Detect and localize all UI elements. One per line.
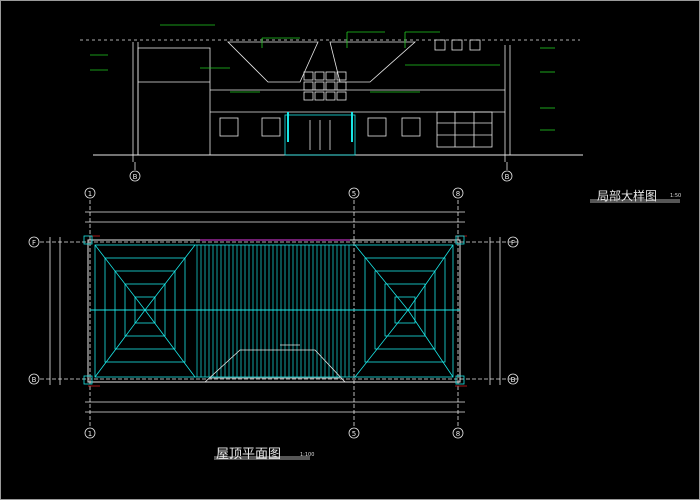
plan-axis-label-1-bottom: 1 (88, 430, 92, 438)
detail-drawing-title: 局部大样图 (597, 189, 658, 203)
elev-axis-label-right: B (505, 173, 510, 181)
detail-drawing-scale: 1:50 (670, 193, 682, 199)
plan-axis-label-f-right: F (511, 239, 515, 247)
roof-plan-view (28, 187, 680, 460)
roof-plan-scale: 1:100 (300, 452, 315, 458)
plan-axis-label-b-left: B (32, 376, 37, 384)
plan-axis-label-5-top: 5 (352, 190, 356, 198)
plan-axis-label-8-top: 8 (456, 190, 460, 198)
plan-axis-label-b-right: B (511, 376, 516, 384)
plan-axis-label-5-bottom: 5 (352, 430, 356, 438)
roof-plan-title: 屋顶平面图 (216, 447, 282, 462)
plan-axis-label-8-bottom: 8 (456, 430, 460, 438)
plan-axis-label-f-left: F (32, 239, 36, 247)
elev-axis-label-left: B (133, 173, 138, 181)
plan-axis-label-1-top: 1 (88, 190, 92, 198)
elevation-view (80, 24, 583, 182)
